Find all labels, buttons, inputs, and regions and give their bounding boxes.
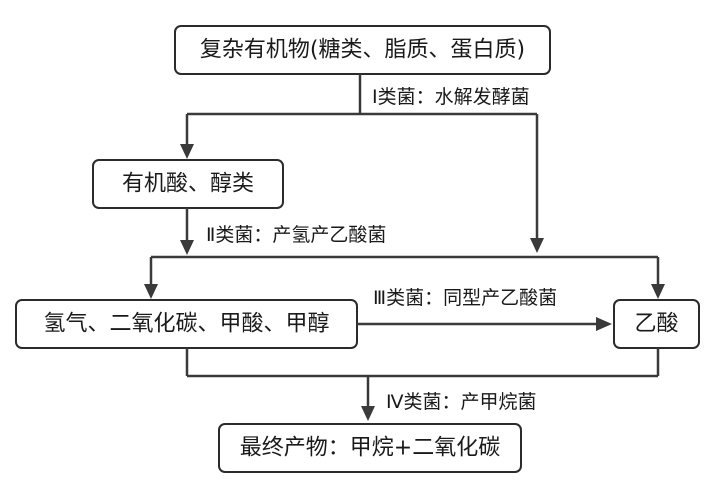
connector-stage2: Ⅱ类菌：产氢产乙酸菌: [144, 208, 665, 299]
edge-label-stage3: Ⅲ类菌：同型产乙酸菌: [373, 287, 557, 309]
edge-label-stage2: Ⅱ类菌：产氢产乙酸菌: [206, 224, 386, 246]
connector-stage3: Ⅲ类菌：同型产乙酸菌: [357, 287, 612, 331]
arrow-stage2-down: [180, 240, 194, 255]
node-organic-acids-label: 有机酸、醇类: [122, 172, 254, 197]
node-complex-organics: 复杂有机物(糖类、脂质、蛋白质): [174, 25, 551, 75]
node-hydrogen-co2: 氢气、二氧化碳、甲酸、甲醇: [15, 299, 358, 349]
node-final-products: 最终产物：甲烷+二氧化碳: [218, 423, 522, 473]
node-final-products-label: 最终产物：甲烷+二氧化碳: [240, 436, 500, 461]
arrow-to-organic-acids: [180, 144, 194, 159]
edge-label-stage4: Ⅳ类菌：产甲烷菌: [386, 391, 537, 413]
arrow-to-acetic-acid-left: [596, 317, 612, 331]
arrow-to-final-products: [361, 406, 375, 421]
node-acetic-acid-box: [613, 299, 700, 349]
node-acetic-acid: 乙酸: [613, 299, 700, 349]
node-complex-organics-label: 复杂有机物(糖类、脂质、蛋白质): [200, 38, 525, 63]
connector-stage1: Ⅰ类菌：水解发酵菌: [180, 74, 544, 253]
edge-label-stage1: Ⅰ类菌：水解发酵菌: [372, 86, 530, 108]
node-complex-organics-box: [174, 25, 551, 75]
arrow-to-acetic-acid-top: [651, 284, 665, 299]
arrow-to-hydrogen-group: [144, 284, 158, 299]
arrow-stage1-right: [530, 238, 544, 253]
node-organic-acids: 有机酸、醇类: [92, 159, 284, 209]
node-hydrogen-co2-label: 氢气、二氧化碳、甲酸、甲醇: [43, 312, 329, 337]
connector-stage4: Ⅳ类菌：产甲烷菌: [185, 348, 660, 421]
node-final-products-box: [218, 423, 522, 473]
node-acetic-acid-label: 乙酸: [634, 312, 678, 337]
